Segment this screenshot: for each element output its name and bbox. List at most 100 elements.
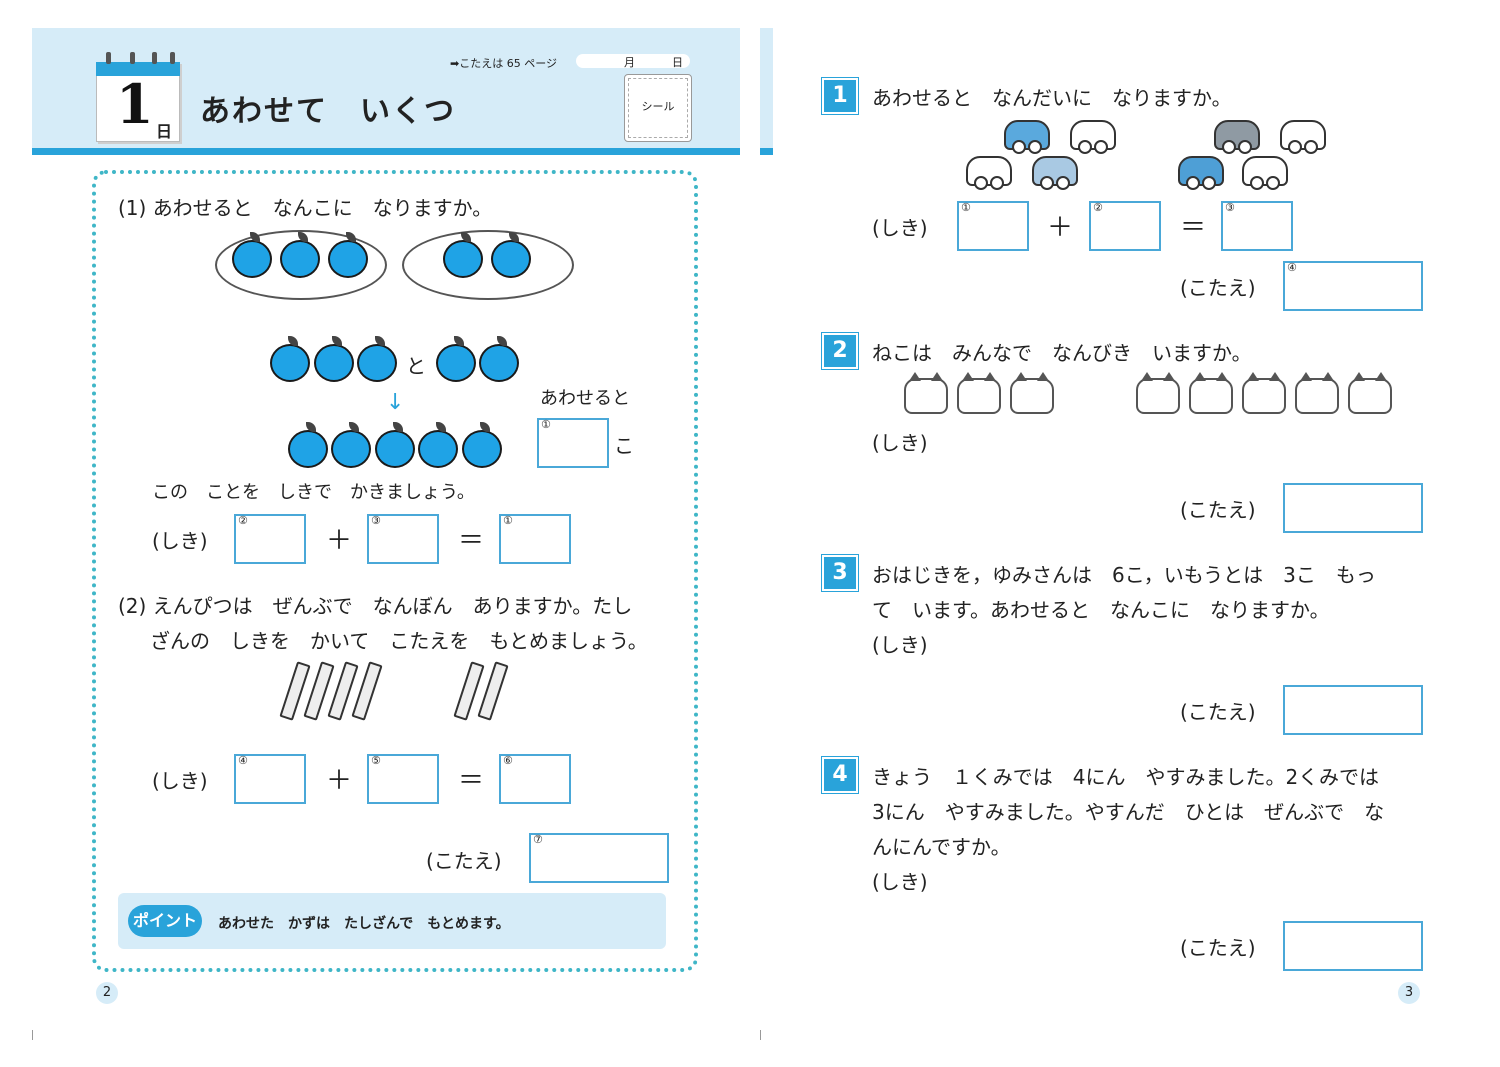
cat-icon [1242,372,1286,414]
down-arrow-icon: ↓ [386,390,405,415]
problem-badge-2: 2 [822,333,858,369]
shiki-label: (しき) [152,529,208,553]
cat-icon [1136,372,1180,414]
point-bar [118,893,666,949]
trim-mark [32,1030,33,1040]
counter-ko: こ [614,434,634,458]
calendar-ring [130,52,135,64]
apple-icon [418,422,458,468]
car-icon [1070,120,1116,154]
plus-sign: ＋ [326,766,353,796]
apple-icon [331,422,371,468]
car-icon [1242,156,1288,190]
shiki-label: (しき) [152,769,208,793]
cat-icon [1348,372,1392,414]
answer-box-3[interactable] [1283,685,1423,735]
equals-sign: ＝ [458,766,485,796]
answer-label: (こたえ) [426,849,502,873]
problem-3-line2: て います。あわせると なんこに なりますか。 [872,598,1330,622]
car-icon [1032,156,1078,190]
equals-sign: ＝ [1180,213,1207,243]
equation-box-3[interactable]: ③ [367,514,439,564]
answer-label: (こたえ) [1180,498,1256,522]
car-icon [1280,120,1326,154]
combine-label: あわせると [540,388,630,409]
page-title: あわせて いくつ [200,94,456,129]
equation-box-result[interactable]: ① [499,514,571,564]
apple-icon [436,336,476,382]
answer-label: (こたえ) [1180,700,1256,724]
point-badge: ポイント [128,905,202,937]
day-label: 日 [672,56,683,69]
equation-box-1[interactable]: ① [957,201,1029,251]
apple-icon [232,232,272,278]
equation-box-2[interactable]: ② [1089,201,1161,251]
cat-icon [1010,372,1054,414]
q1-instruction: この ことを しきで かきましょう。 [152,482,475,503]
cat-icon [904,372,948,414]
calendar-top [96,62,180,76]
page-number-left: 2 [96,982,118,1004]
apple-icon [288,422,328,468]
sticker-label: シール [628,78,688,138]
month-label: 月 [624,56,635,69]
car-icon [1214,120,1260,154]
cat-icon [1189,372,1233,414]
problem-3-line1: おはじきを，ゆみさんは 6こ，いもうとは 3こ もっ [872,563,1376,587]
apple-icon [479,336,519,382]
answer-page-reference: ➡こたえは 65 ページ [450,57,557,70]
car-icon [1178,156,1224,190]
problem-4-line2: 3にん やすみました。やすんだ ひとは ぜんぶで な [872,800,1385,824]
apple-icon [443,232,483,278]
day-unit: 日 [156,122,173,141]
apple-icon [491,232,531,278]
answer-label: (こたえ) [1180,276,1256,300]
equals-sign: ＝ [458,526,485,556]
apple-icon [357,336,397,382]
apple-icon [280,232,320,278]
equation-box-6[interactable]: ⑥ [499,754,571,804]
answer-label: (こたえ) [1180,936,1256,960]
problem-badge-1: 1 [822,78,858,114]
plate [402,230,574,300]
plus-sign: ＋ [326,526,353,556]
answer-box-2[interactable] [1283,483,1423,533]
problem-2-text: ねこは みんなで なんびき いますか。 [872,341,1252,365]
problem-4-line3: んにんですか。 [872,835,1011,859]
answer-box-1[interactable]: ④ [1283,261,1423,311]
car-icon [1004,120,1050,154]
q2-question-line1: (2) えんぴつは ぜんぶで なんぼん ありますか。たし [118,594,633,618]
apple-icon [328,232,368,278]
apple-icon [314,336,354,382]
point-text: あわせた かずは たしざんで もとめます。 [218,916,510,932]
header-rule [32,148,740,155]
cat-icon [1295,372,1339,414]
exercise-frame [92,170,698,972]
q2-question-line2: ざんの しきを かいて こたえを もとめましょう。 [150,629,648,653]
calendar-ring [152,52,157,64]
trim-mark [760,1030,761,1040]
problem-4-line1: きょう １くみでは 4にん やすみました。2くみでは [872,765,1380,789]
apple-icon [462,422,502,468]
right-page-edge-rule [760,148,773,155]
problem-badge-3: 3 [822,555,858,591]
plus-sign: ＋ [1047,213,1074,243]
car-icon [966,156,1012,190]
shiki-label: (しき) [872,870,928,894]
apple-icon [270,336,310,382]
answer-box-4[interactable] [1283,921,1423,971]
equation-box-5[interactable]: ⑤ [367,754,439,804]
answer-box-1[interactable]: ① [537,418,609,468]
answer-box-7[interactable]: ⑦ [529,833,669,883]
shiki-label: (しき) [872,216,928,240]
shiki-label: (しき) [872,633,928,657]
day-number: 1 [116,72,154,136]
date-field[interactable]: 月 日 [576,54,690,69]
apple-icon [375,422,415,468]
equation-box-4[interactable]: ④ [234,754,306,804]
sticker-box[interactable] [624,74,692,142]
calendar-ring [170,52,175,64]
connector-to: と [406,354,426,378]
equation-box-2[interactable]: ② [234,514,306,564]
equation-box-3[interactable]: ③ [1221,201,1293,251]
